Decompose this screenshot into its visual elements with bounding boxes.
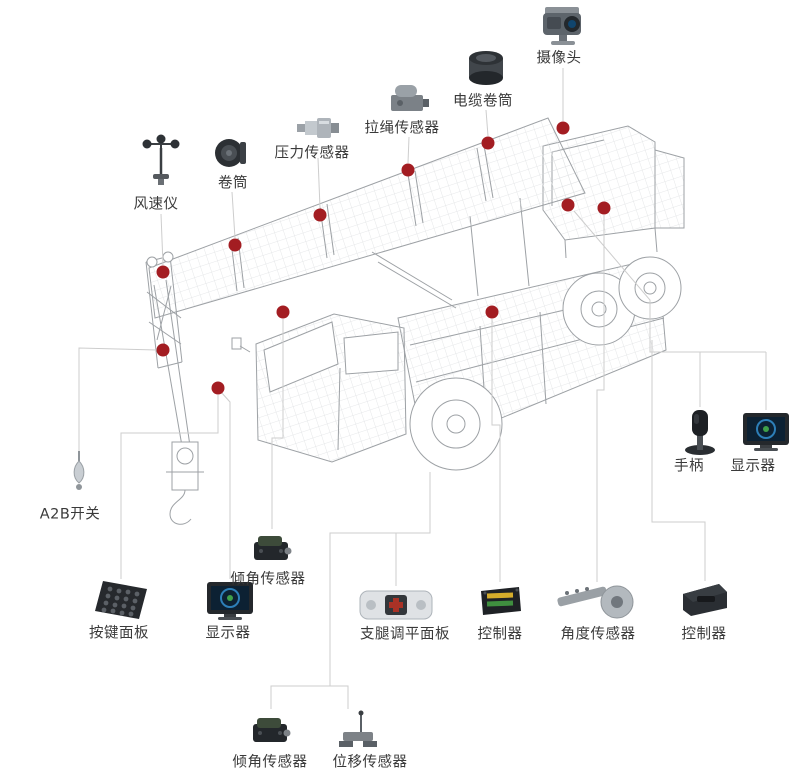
sensor-dot: [481, 136, 495, 150]
connector-line-tilt-sensor-boom: [271, 319, 284, 529]
sensor-dot: [313, 208, 327, 222]
connector-line-a2b-switch: [78, 347, 158, 451]
sensor-dot: [556, 121, 570, 135]
sensor-dots: [156, 121, 611, 395]
sensor-dot: [597, 201, 611, 215]
connector-line-pressure-sensor: [317, 157, 321, 209]
connector-line-reel: [231, 191, 236, 239]
crane-drawing: [145, 117, 685, 525]
sensor-dot: [401, 163, 415, 177]
connector-line-display-bottom: [220, 391, 231, 579]
sensor-dot: [228, 238, 242, 252]
connector-line-anemometer: [160, 213, 164, 266]
connector-line-keypad: [120, 395, 219, 579]
connector-lines: [78, 68, 767, 709]
connector-line-controller-main: [491, 319, 501, 582]
sensor-dot: [211, 381, 225, 395]
sensor-dot: [156, 265, 170, 279]
connector-line-cable-reel: [485, 109, 489, 137]
connector-line-leveling-panel: [329, 472, 431, 686]
connector-line-rope-sensor: [407, 136, 410, 164]
connector-line-controller-aux: [651, 340, 706, 581]
connector-line-angle-sensor: [596, 215, 605, 582]
sensor-dot: [156, 343, 170, 357]
connector-line-cab-bus: [573, 210, 766, 353]
sensor-dot: [485, 305, 499, 319]
sensor-dot: [561, 198, 575, 212]
sensor-dot: [276, 305, 290, 319]
connector-line-bottom-sensor-bus: [270, 685, 349, 709]
